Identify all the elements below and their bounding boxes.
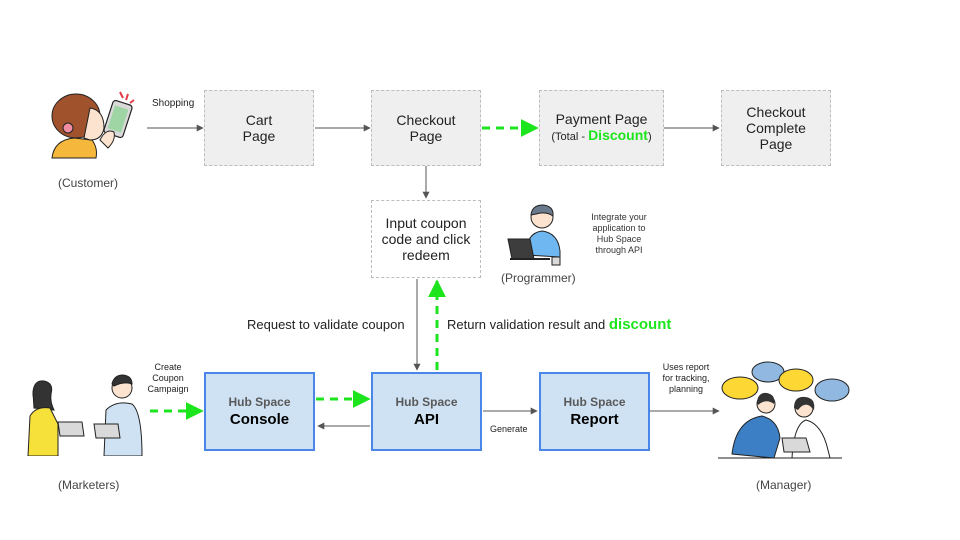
uses-note: Uses report for tracking, planning bbox=[656, 362, 716, 395]
checkout-line-1: Checkout bbox=[396, 112, 456, 128]
report-box: Hub Space Report bbox=[539, 372, 650, 451]
checkout-line-2: Page bbox=[409, 128, 443, 144]
payment-prefix: (Total - bbox=[551, 131, 589, 143]
create-line-1: Create bbox=[154, 362, 182, 372]
uses-line-1: Uses report bbox=[662, 362, 710, 372]
payment-discount: Discount bbox=[588, 127, 648, 143]
payment-suffix: ) bbox=[647, 131, 652, 143]
programmer-label: (Programmer) bbox=[501, 271, 576, 285]
cart-line-1: Cart bbox=[245, 112, 273, 128]
integrate-note: Integrate your application to Hub Space … bbox=[582, 212, 656, 256]
manager-label: (Manager) bbox=[756, 478, 812, 492]
payment-page-box: Payment Page (Total - Discount) bbox=[539, 90, 664, 166]
integrate-line-2: application to bbox=[592, 223, 646, 233]
manager-illustration bbox=[718, 361, 850, 459]
api-box: Hub Space API bbox=[371, 372, 482, 451]
integrate-line-3: Hub Space bbox=[596, 234, 642, 244]
marketers-illustration bbox=[27, 374, 143, 456]
payment-line-1: Payment Page bbox=[555, 111, 648, 127]
integrate-line-1: Integrate your bbox=[591, 212, 647, 222]
api-small: Hub Space bbox=[395, 395, 458, 409]
return-prefix: Return validation result and bbox=[447, 317, 609, 332]
return-discount: discount bbox=[608, 316, 672, 333]
marketers-label: (Marketers) bbox=[58, 478, 120, 492]
console-box: Hub Space Console bbox=[204, 372, 315, 451]
console-small: Hub Space bbox=[228, 395, 291, 409]
integrate-line-4: through API bbox=[595, 245, 643, 255]
return-label: Return validation result and discount bbox=[447, 316, 671, 333]
programmer-illustration bbox=[507, 204, 561, 266]
customer-label: (Customer) bbox=[58, 176, 119, 190]
uses-line-2: for tracking, bbox=[662, 373, 710, 383]
report-big: Report bbox=[570, 411, 619, 428]
complete-line-2: Complete bbox=[746, 120, 806, 136]
coupon-line-2: code and click bbox=[381, 231, 471, 247]
payment-line-2: (Total - Discount) bbox=[551, 127, 651, 145]
uses-line-3: planning bbox=[668, 384, 704, 394]
generate-label: Generate bbox=[490, 424, 528, 434]
create-note: Create Coupon Campaign bbox=[142, 362, 194, 395]
create-line-2: Coupon bbox=[152, 373, 184, 383]
api-big: API bbox=[413, 411, 439, 428]
checkout-page-box: Checkout Page bbox=[371, 90, 481, 166]
checkout-complete-box: Checkout Complete Page bbox=[721, 90, 831, 166]
complete-line-1: Checkout bbox=[746, 104, 806, 120]
cart-page-box: Cart Page bbox=[204, 90, 314, 166]
coupon-input-box: Input coupon code and click redeem bbox=[371, 200, 481, 278]
customer-illustration bbox=[51, 91, 135, 159]
create-line-3: Campaign bbox=[147, 384, 189, 394]
console-big: Console bbox=[229, 411, 290, 428]
coupon-line-3: redeem bbox=[402, 247, 450, 263]
complete-line-3: Page bbox=[759, 136, 793, 152]
cart-line-2: Page bbox=[242, 128, 276, 144]
request-label: Request to validate coupon bbox=[247, 317, 405, 332]
coupon-line-1: Input coupon bbox=[385, 215, 467, 231]
report-small: Hub Space bbox=[563, 395, 626, 409]
shopping-label: Shopping bbox=[152, 98, 195, 109]
